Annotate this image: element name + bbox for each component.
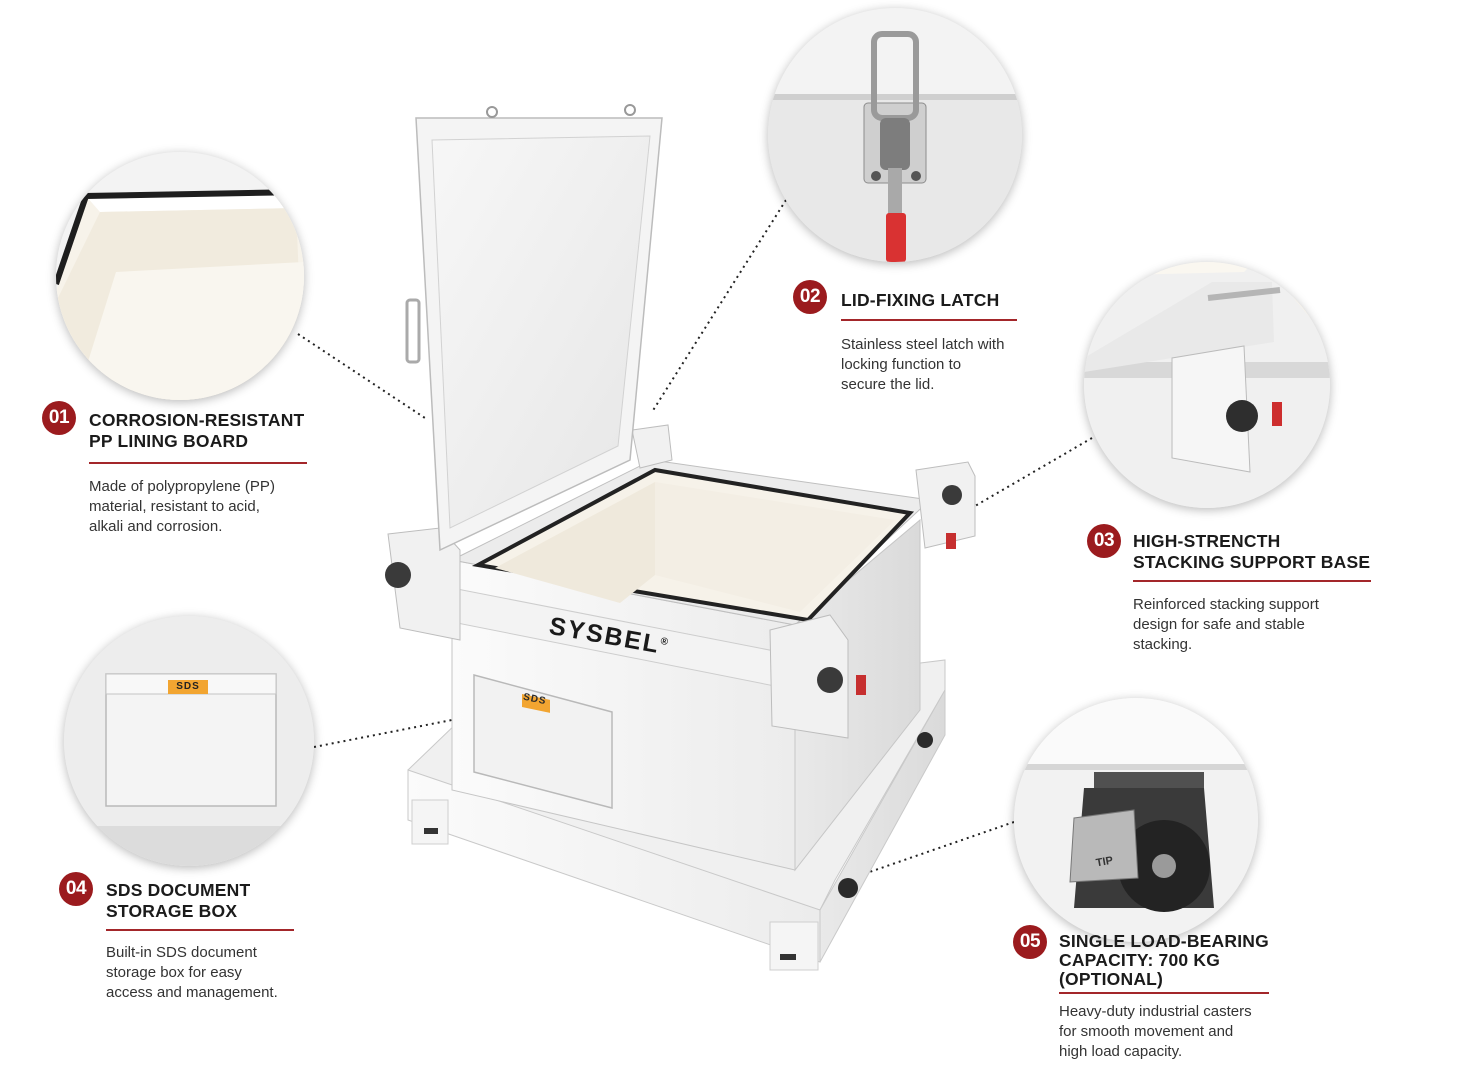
feature-title-line: HIGH-STRENCTH (1133, 531, 1281, 551)
feature-title: CORROSION-RESISTANT PP LINING BOARD (89, 410, 304, 452)
detail-circle-stacking (1084, 262, 1330, 508)
feature-description-line: storage box for easy (106, 964, 242, 981)
leader-line-04 (313, 717, 463, 748)
feature-number-badge: 04 (59, 872, 93, 906)
feature-description: Heavy-duty industrial casters for smooth… (1059, 1002, 1252, 1062)
detail-circle-lining (56, 152, 304, 400)
feature-underline (841, 319, 1017, 321)
feature-number-badge: 03 (1087, 524, 1121, 558)
feature-title-line: STACKING SUPPORT BASE (1133, 552, 1371, 572)
feature-title: SDS DOCUMENT STORAGE BOX (106, 880, 250, 922)
feature-title-line: CORROSION-RESISTANT (89, 410, 305, 430)
feature-underline (1059, 992, 1269, 994)
feature-description: Stainless steel latch with locking funct… (841, 335, 1004, 395)
registered-mark: ® (659, 636, 671, 649)
feature-description-line: locking function to (841, 356, 962, 373)
feature-description: Made of polypropylene (PP) material, res… (89, 477, 275, 537)
detail-circle-latch (768, 8, 1022, 262)
feature-title-line: SINGLE LOAD-BEARING (1059, 931, 1269, 951)
feature-title-line: (OPTIONAL) (1059, 969, 1164, 989)
detail-circle-caster: TIP (1014, 698, 1258, 942)
feature-underline (1133, 580, 1371, 582)
feature-description-line: Made of polypropylene (PP) (89, 478, 275, 495)
feature-title: SINGLE LOAD-BEARING CAPACITY: 700 KG (OP… (1059, 932, 1269, 989)
feature-title-line: LID-FIXING LATCH (841, 290, 1000, 310)
feature-description-line: secure the lid. (841, 376, 935, 393)
feature-description-line: design for safe and stable (1133, 616, 1305, 633)
leader-line-03 (974, 437, 1093, 507)
feature-number-badge: 05 (1013, 925, 1047, 959)
feature-number-badge: 02 (793, 280, 827, 314)
feature-description: Reinforced stacking support design for s… (1133, 595, 1319, 655)
feature-title-line: SDS DOCUMENT (106, 880, 251, 900)
feature-description-line: high load capacity. (1059, 1043, 1183, 1060)
feature-description-line: for smooth movement and (1059, 1023, 1234, 1040)
feature-description-line: access and management. (106, 984, 278, 1001)
stacking-brackets (387, 424, 976, 739)
feature-description: Built-in SDS document storage box for ea… (106, 943, 278, 1003)
feature-description-line: Heavy-duty industrial casters (1059, 1003, 1252, 1020)
feature-underline (89, 462, 307, 464)
feature-title: HIGH-STRENCTH STACKING SUPPORT BASE (1133, 531, 1370, 573)
feature-description-line: stacking. (1133, 636, 1193, 653)
feature-title-line: STORAGE BOX (106, 901, 238, 921)
feature-title: LID-FIXING LATCH (841, 290, 999, 311)
sds-tag-label: SDS (176, 681, 200, 692)
feature-description-line: Reinforced stacking support (1133, 596, 1319, 613)
open-lid (405, 104, 663, 552)
feature-description-line: material, resistant to acid, (89, 498, 260, 515)
feature-underline (106, 929, 294, 931)
feature-description-line: Built-in SDS document (106, 944, 257, 961)
feature-title-line: CAPACITY: 700 KG (1059, 950, 1221, 970)
feature-description-line: alkali and corrosion. (89, 518, 223, 535)
detail-circle-sds-box: SDS (64, 616, 314, 866)
feature-title-line: PP LINING BOARD (89, 431, 249, 451)
feature-number-badge: 01 (42, 401, 76, 435)
leader-line-01 (297, 333, 429, 421)
feature-description-line: Stainless steel latch with (841, 336, 1005, 353)
